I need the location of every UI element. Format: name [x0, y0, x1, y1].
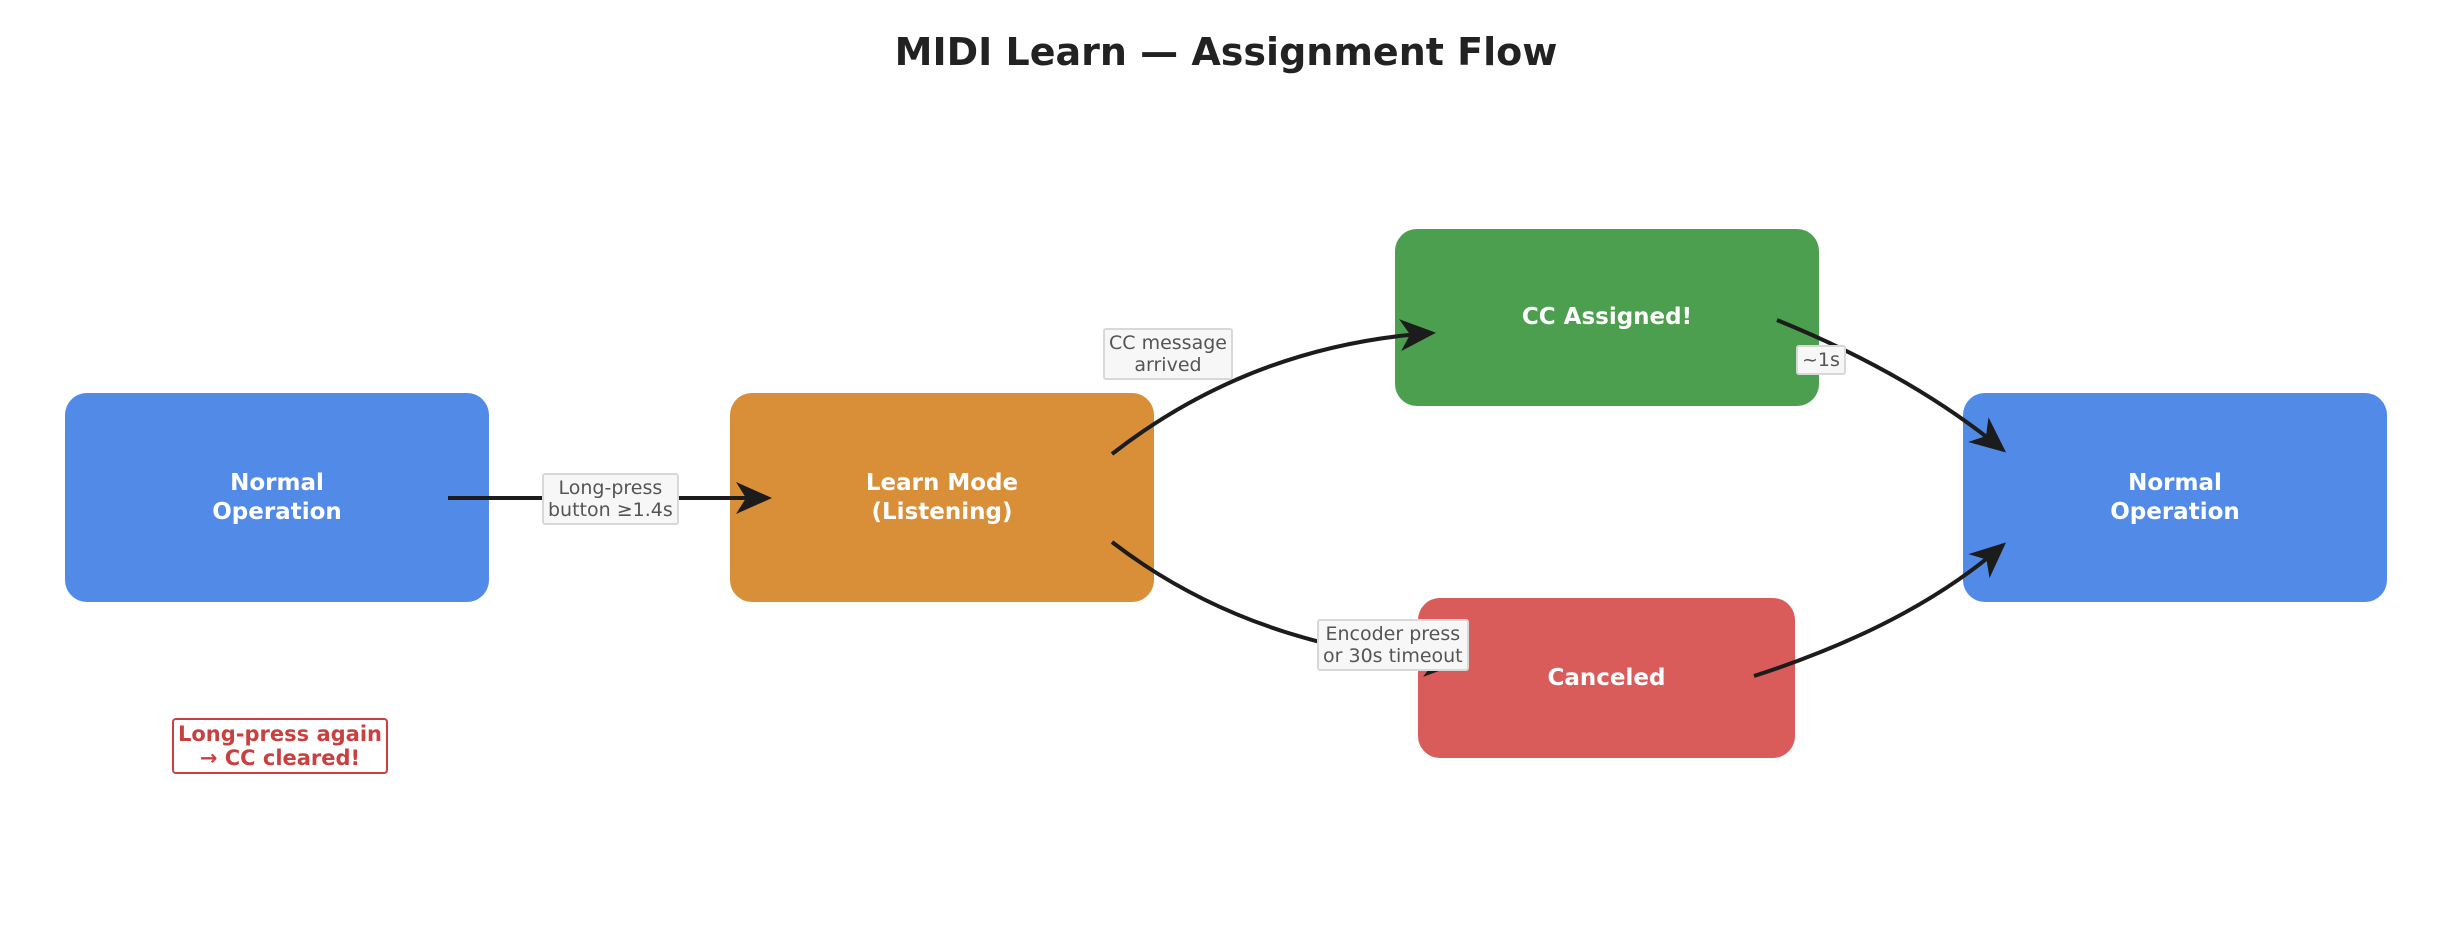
node-normal-operation-start: Normal Operation	[65, 393, 489, 602]
diagram-title: MIDI Learn — Assignment Flow	[894, 30, 1558, 74]
node-label: Normal Operation	[2110, 469, 2240, 525]
edge-label-encoder-timeout: Encoder press or 30s timeout	[1317, 619, 1469, 671]
arrow-canceled-to-normal	[1753, 542, 2007, 678]
edge-label-cc-arrived: CC message arrived	[1103, 328, 1233, 380]
note-cc-cleared: Long-press again → CC cleared!	[172, 718, 388, 774]
node-cc-assigned: CC Assigned!	[1395, 229, 1819, 406]
node-canceled: Canceled	[1418, 598, 1795, 758]
node-label: Canceled	[1547, 664, 1666, 691]
arrow-learn-to-assigned	[1110, 319, 1436, 456]
edge-label-long-press: Long-press button ≥1.4s	[542, 473, 679, 525]
arrow-assigned-to-normal	[1776, 318, 2007, 453]
node-label: CC Assigned!	[1521, 304, 1693, 330]
edge-label-one-second: ~1s	[1796, 345, 1846, 375]
node-normal-operation-end: Normal Operation	[1963, 393, 2387, 602]
node-learn-mode: Learn Mode (Listening)	[730, 393, 1154, 602]
node-label: Learn Mode (Listening)	[865, 469, 1019, 525]
node-label: Normal Operation	[212, 469, 342, 525]
